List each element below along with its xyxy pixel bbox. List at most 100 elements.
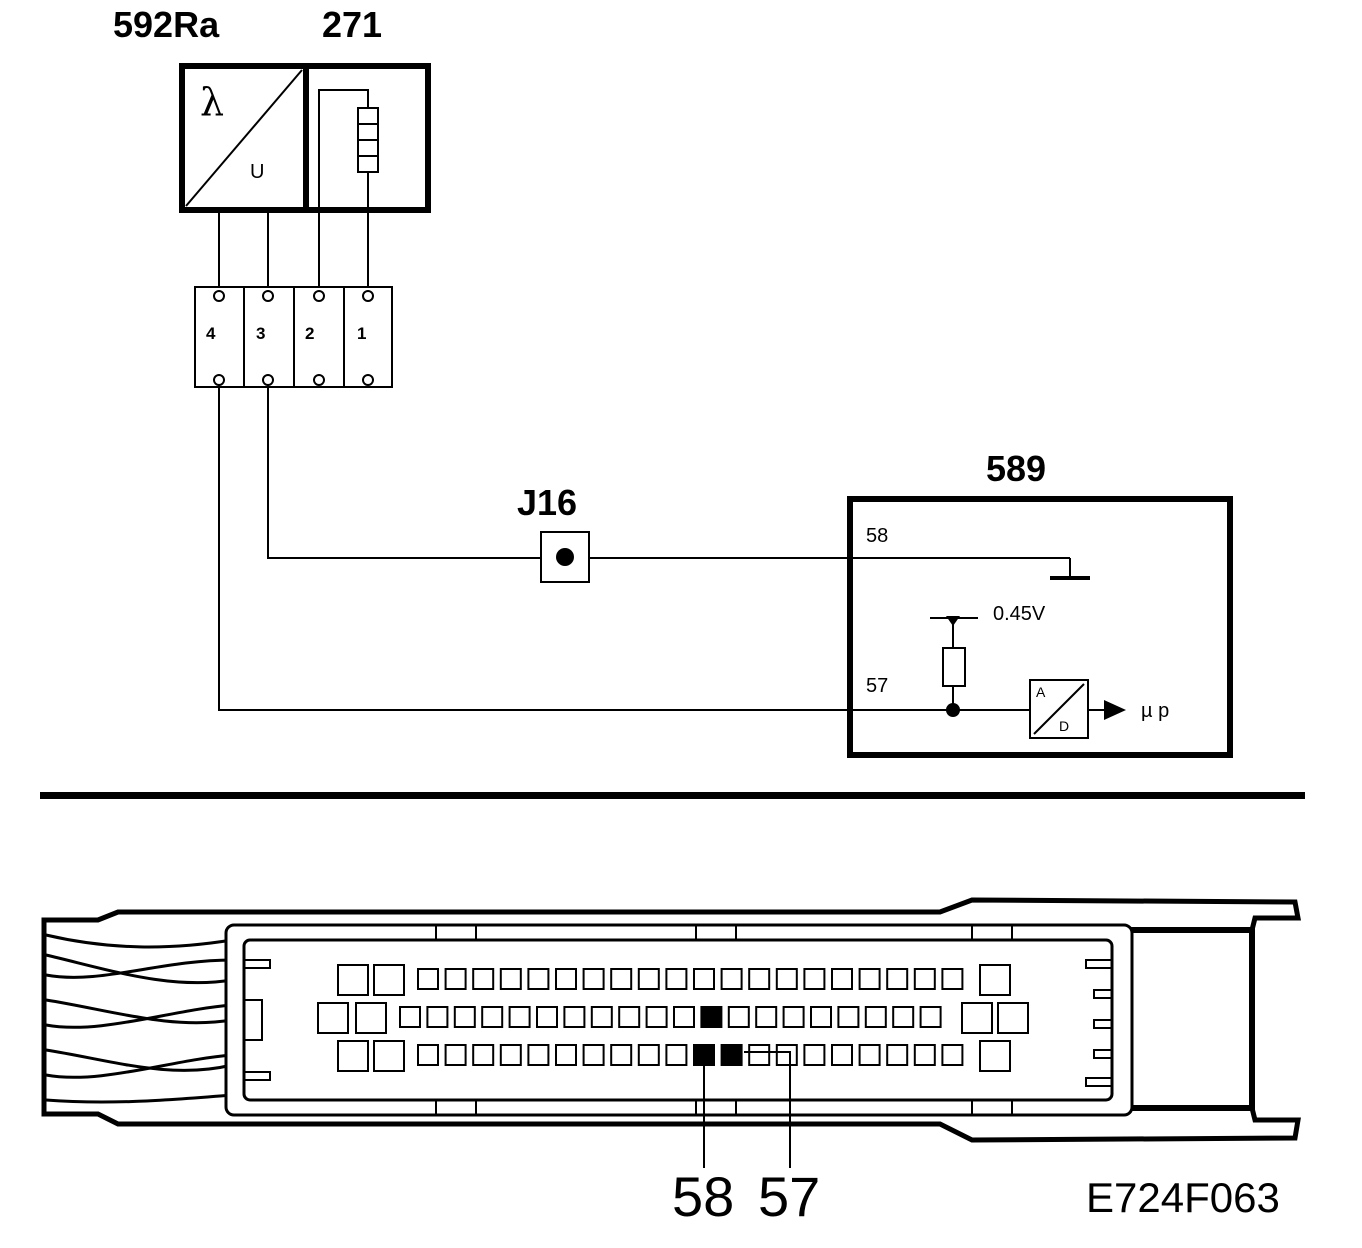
ecu-pin-57-label: 57 [866,675,888,697]
connector-cavity [582,968,605,990]
heater-element [303,63,431,290]
connector-large-cavity [317,1002,349,1034]
pullup-resistor-icon [942,647,966,687]
connector-cavity [693,968,715,990]
connector-cavity [775,1044,798,1066]
connector-large-cavity [337,1040,369,1072]
connector-cavity [864,1006,887,1028]
connector-cavity [810,1006,832,1028]
splice-icon [540,531,590,583]
connector-cavity [637,1044,660,1066]
connector-cavity [645,1006,668,1028]
connector-cavity [610,968,633,990]
voltage-symbol: U [250,161,264,183]
connector-cavity [837,1006,860,1028]
connector-large-cavity [337,964,369,996]
connector-cavity [941,1044,964,1066]
connector-cavity [610,1044,633,1066]
connector-pin-1: 1 [357,324,366,343]
connector-cavity [886,968,909,990]
connector-cavity [831,968,853,990]
connector-cavity [673,1006,695,1028]
connector-cavity [399,1006,421,1028]
connector-cavity [527,968,550,990]
connector-cavity [508,1006,531,1028]
connector-cavity [555,1044,577,1066]
ecu-label: 589 [986,448,1046,489]
connector-cavity [886,1044,909,1066]
connector-cavity [782,1006,805,1028]
output-arrow-icon [1104,700,1126,720]
heater-label: 271 [322,4,382,45]
connector-cavity [858,1044,881,1066]
cable-bundle [42,920,233,1114]
connector-large-cavity [355,1002,387,1034]
connector-cavity [748,968,771,990]
connector-large-cavity [961,1002,993,1034]
lambda-symbol: λ [200,80,224,124]
connector-cavity [637,968,660,990]
connector-cavity [803,968,826,990]
microprocessor-label: µ p [1141,700,1169,722]
connector-cavity [472,968,495,990]
reference-voltage: 0.45V [993,603,1046,625]
connector-cavity [913,1044,936,1066]
connector-large-cavity [979,1040,1011,1072]
connector-cavity [720,968,743,990]
connector-cavity [803,1044,826,1066]
connector-cavity [665,1044,688,1066]
connector-cavity [481,1006,504,1028]
sensor-connector: 4 3 2 1 [194,286,393,388]
connector-cavity [444,968,467,990]
connector-large-cavity [373,964,405,996]
ad-converter-icon: A D [1029,679,1089,739]
connector-cavity [775,968,798,990]
signal-wire [218,385,1030,711]
connector-cavity [831,1044,853,1066]
connector-cavity [444,1044,467,1066]
connector-cavity [941,968,964,990]
connector-cavity [618,1006,641,1028]
figure-reference: E724F063 [1086,1174,1280,1221]
connector-large-cavity [373,1040,405,1072]
connector-cavity [536,1006,558,1028]
svg-text:A: A [1036,684,1046,700]
oxygen-sensor: λ U [179,63,309,213]
callout-pin-58: 58 [672,1165,734,1228]
connector-cavity [417,968,439,990]
callout-pin-57: 57 [758,1165,820,1228]
connector-cavity [919,1006,942,1028]
connector-pin-4: 4 [206,324,216,343]
connector-cavity [590,1006,613,1028]
connector-pin-3: 3 [256,324,265,343]
connector-cavity [527,1044,550,1066]
connector-pin-2: 2 [305,324,314,343]
ecu-pin-58-label: 58 [866,525,888,547]
section-divider [40,792,1305,799]
ground-wire [267,385,541,559]
junction-dot [946,703,960,717]
sensor-label: 592Ra [113,4,220,45]
connector-cavity [499,968,522,990]
connector-cavity [453,1006,476,1028]
ecu-connector-body [41,897,1302,1143]
ecu-connector-pins [317,964,1029,1072]
connector-cavity [563,1006,586,1028]
connector-cavity [665,968,688,990]
ground-icon [1050,558,1090,580]
connector-cavity-highlighted [700,1006,723,1028]
connector-cavity [499,1044,522,1066]
svg-text:D: D [1059,718,1069,734]
connector-cavity [472,1044,495,1066]
connector-cavity [582,1044,605,1066]
ecu-box: 58 57 0.45V A D µ p [847,496,1233,758]
connector-large-cavity [997,1002,1029,1034]
connector-cavity [417,1044,439,1066]
connector-cavity [913,968,936,990]
connector-cavity [858,968,881,990]
splice-label: J16 [517,482,577,523]
connector-cavity [426,1006,449,1028]
connector-cavity [892,1006,915,1028]
connector-cavity-highlighted [720,1044,743,1066]
